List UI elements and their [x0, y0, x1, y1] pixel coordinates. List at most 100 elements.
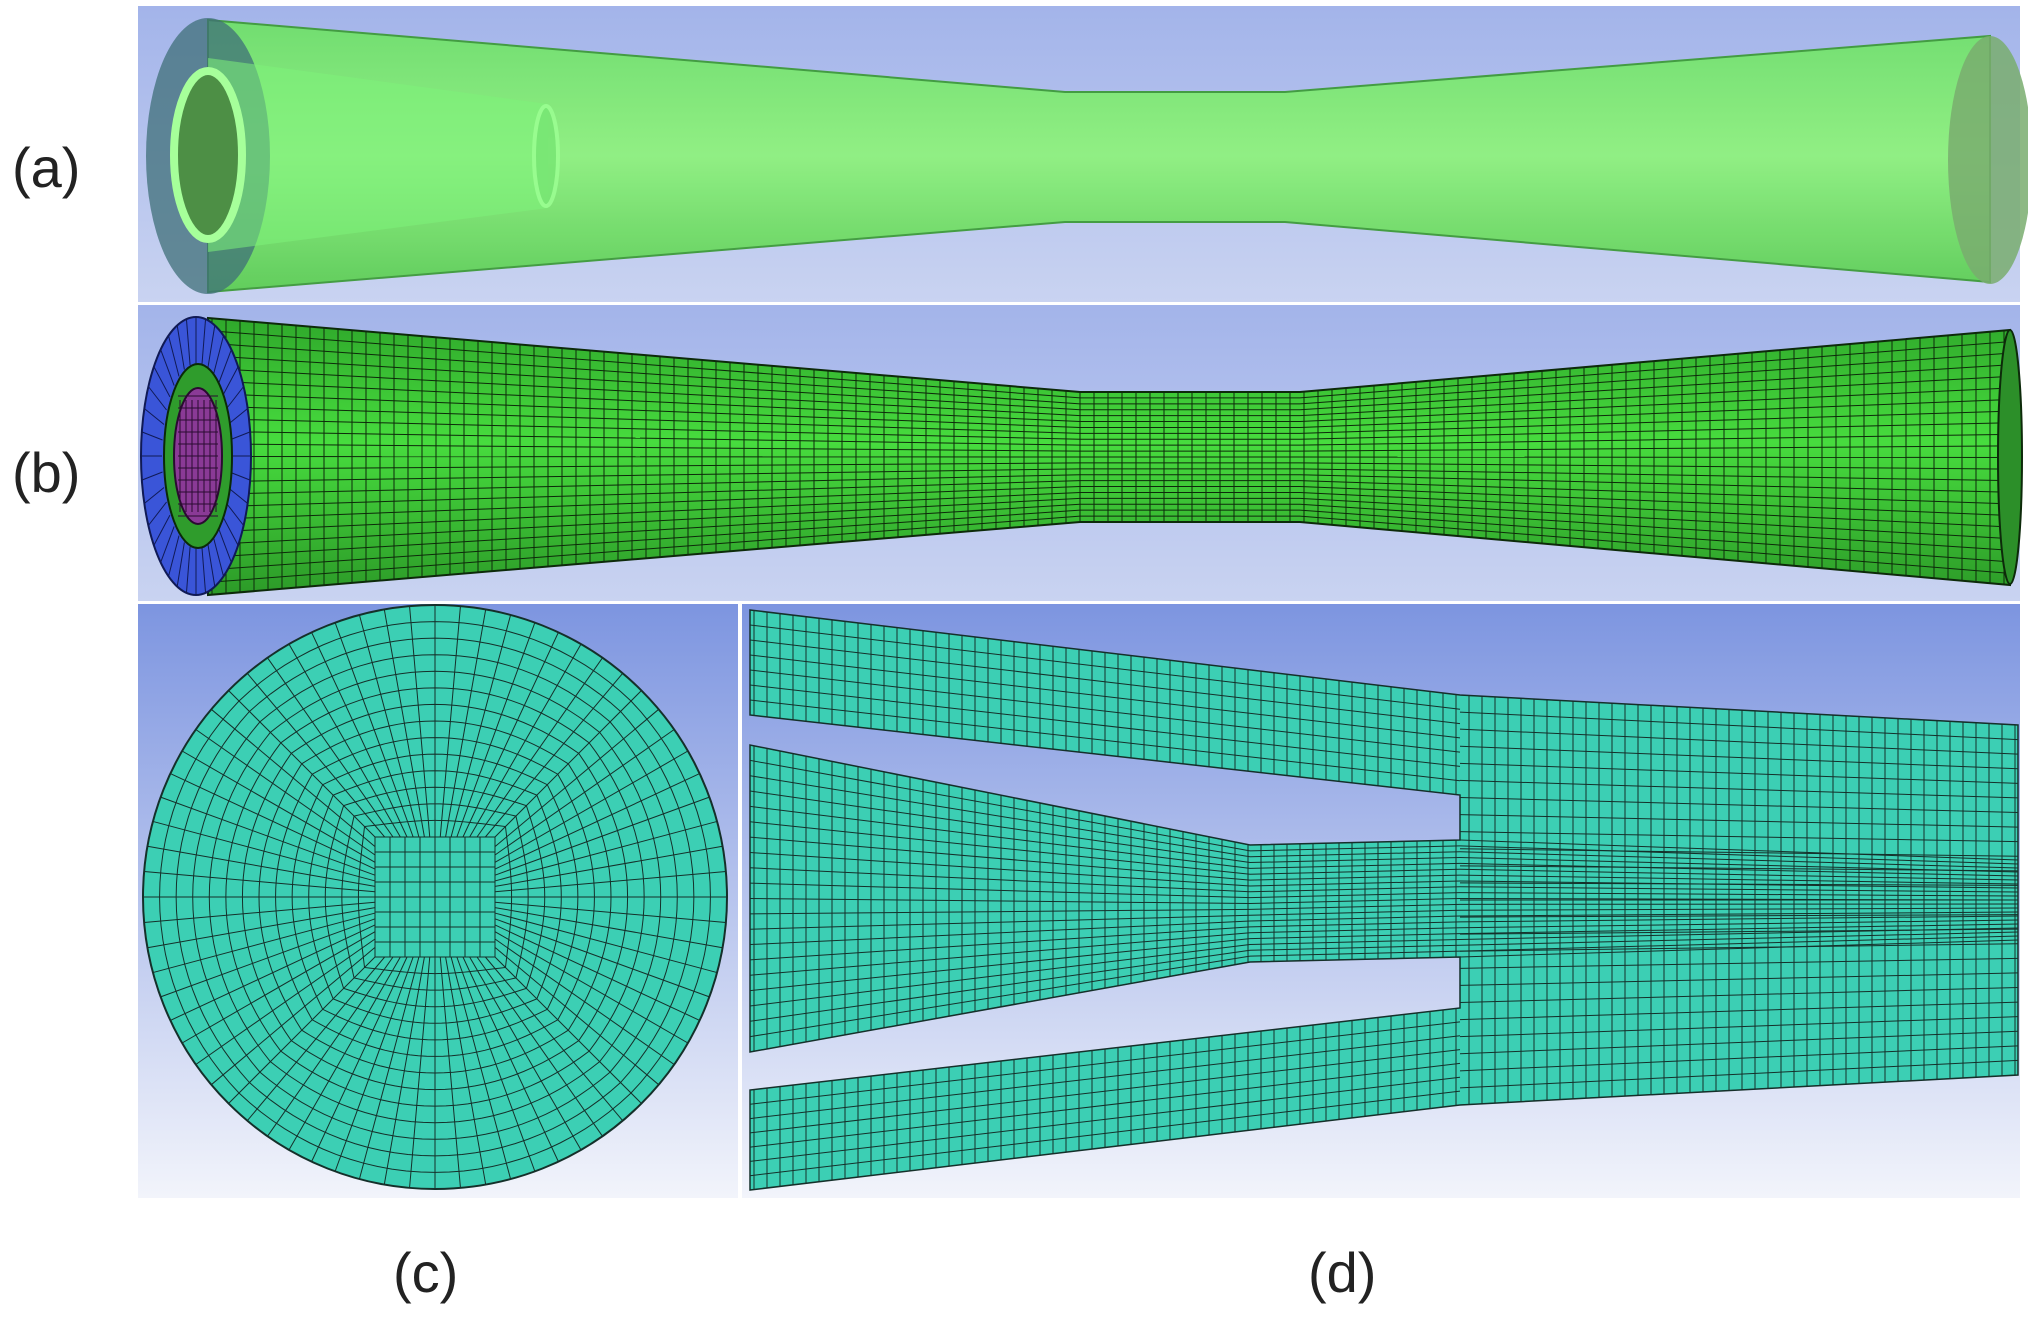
mesh-c-spoke-line	[494, 750, 689, 863]
mesh-c-spoke-line	[450, 956, 512, 1180]
mesh-c-spoke-line	[267, 657, 394, 838]
mesh-c-spoke-line	[144, 901, 376, 923]
inlet-ring-grid	[141, 317, 251, 595]
mesh-b-horizontal-line	[1299, 509, 1651, 537]
mesh-c-spoke-line	[383, 609, 425, 838]
mesh-b-horizontal-line	[639, 363, 1081, 399]
ring-b-radial-line	[201, 546, 207, 593]
mesh-d-core-line	[1459, 874, 2018, 885]
mesh-d-mixing-line	[1459, 745, 2018, 770]
mesh-b-horizontal-line	[639, 391, 1081, 417]
mesh-b-horizontal-line	[1649, 422, 2010, 432]
mesh-d-nozzle-line	[1249, 903, 1461, 910]
mesh-b-horizontal-line	[1299, 448, 1651, 452]
mesh-d-mixing-line	[1459, 728, 2018, 755]
panel-b	[138, 305, 2023, 601]
mesh-d-nozzle-line	[1249, 938, 1461, 945]
ring-b-radial-line	[207, 325, 216, 370]
cross-section-outline	[142, 604, 728, 1190]
mesh-d-nozzle-line	[1249, 857, 1461, 864]
mesh-d-wall-line	[750, 654, 1461, 739]
mesh-b-horizontal-line	[208, 502, 641, 520]
mesh-d-nozzle-line	[750, 836, 1251, 881]
mesh-b-horizontal-line	[1649, 433, 2010, 441]
ring-b-radial-line	[201, 319, 207, 366]
mesh-b-horizontal-line	[639, 491, 1081, 513]
mesh-d-core-line	[1459, 907, 2018, 911]
ring-b-radial-line	[144, 487, 165, 504]
mesh-b-horizontal-line	[1299, 387, 1651, 411]
mesh-b-horizontal-line	[208, 393, 641, 411]
mesh-d-mixing-line	[1459, 914, 2018, 918]
mesh-b-horizontal-line	[639, 509, 1081, 541]
mesh-b-horizontal-line	[208, 330, 641, 365]
inlet-core-grid	[178, 395, 218, 517]
mesh-b-horizontal-line	[208, 418, 641, 430]
mesh-b-horizontal-line	[639, 372, 1081, 405]
mesh-d-nozzle-line	[750, 943, 1251, 1007]
longitudinal-section-outline	[749, 609, 2019, 1191]
inner-tube-opening-a	[170, 67, 246, 243]
mesh-c-spoke-line	[494, 871, 726, 893]
mesh-c-spoke-line	[228, 956, 376, 1104]
mesh-c-spoke-line	[147, 845, 376, 887]
mesh-b-horizontal-line	[208, 521, 641, 546]
mesh-d-nozzle-line	[750, 949, 1251, 1022]
mesh-d-nozzle-line	[1249, 921, 1461, 928]
ring-b-radial-line	[153, 514, 171, 546]
ring-b-radial-line	[185, 546, 191, 593]
outlet-face-a	[1948, 36, 2028, 284]
mesh-b-horizontal-line	[1299, 413, 1651, 428]
mesh-c-spoke-line	[494, 796, 710, 876]
mesh-d-mixing-line	[1459, 1059, 2018, 1089]
mesh-d-nozzle-line	[1249, 944, 1461, 951]
nozzle-tip-a	[532, 104, 560, 208]
mesh-d-core-line	[1459, 862, 2018, 877]
mesh-b-horizontal-line	[639, 437, 1081, 446]
mesh-d-nozzle-line	[750, 898, 1251, 904]
mesh-b-horizontal-line	[208, 430, 641, 439]
mesh-c-spoke-line	[210, 946, 376, 1086]
mesh-c-spoke-line	[484, 956, 624, 1122]
mesh-d-nozzle-line	[1249, 868, 1461, 875]
mesh-b-horizontal-line	[639, 419, 1081, 434]
mesh-c-spoke-line	[494, 907, 723, 949]
mesh-c-spoke-line	[181, 750, 376, 863]
mesh-c-spoke-line	[439, 956, 461, 1188]
ring-b-radial-line	[225, 386, 245, 411]
mesh-b-horizontal-line	[1649, 535, 2010, 563]
ring-b-radial-line	[176, 542, 185, 587]
mesh-c-spoke-line	[494, 918, 710, 998]
mesh-b-horizontal-line	[1299, 462, 1651, 467]
mesh-b-horizontal-line	[208, 405, 641, 421]
mesh-body-grid	[208, 318, 2010, 595]
mesh-b-horizontal-line	[1299, 369, 1651, 399]
mesh-d-nozzle-line	[750, 821, 1251, 875]
mesh-d-nozzle-line	[750, 790, 1251, 864]
ring-b-radial-line	[141, 431, 163, 441]
mesh-b-horizontal-line	[1649, 445, 2010, 450]
mesh-c-spoke-line	[450, 614, 512, 838]
mesh-c-spoke-line	[494, 924, 700, 1021]
mesh-c-spoke-line	[311, 956, 408, 1162]
mesh-c-spoke-line	[439, 606, 461, 838]
mesh-b-horizontal-line	[639, 515, 1081, 551]
mesh-d-core-line	[1459, 851, 2018, 869]
mesh-d-core-line	[1459, 911, 2018, 917]
mesh-c-spoke-line	[246, 672, 386, 838]
mesh-b-horizontal-line	[208, 484, 641, 495]
mesh-c-spoke-line	[409, 606, 431, 838]
ring-b-radial-line	[221, 514, 239, 546]
mesh-c-spoke-line	[456, 956, 536, 1172]
mesh-b-horizontal-line	[1299, 421, 1651, 434]
mesh-c-spoke-line	[160, 918, 376, 998]
mesh-d-core-line	[1459, 931, 2018, 946]
mesh-d-wall-line	[750, 699, 1461, 782]
mesh-d-nozzle-line	[1249, 862, 1461, 869]
mesh-b-horizontal-line	[1299, 378, 1651, 405]
mesh-b-horizontal-line	[208, 380, 641, 402]
mesh-c-spoke-line	[152, 912, 376, 974]
mesh-c-spoke-line	[469, 956, 582, 1151]
mesh-c-spoke-line	[152, 820, 376, 882]
mesh-b-horizontal-line	[208, 367, 641, 393]
